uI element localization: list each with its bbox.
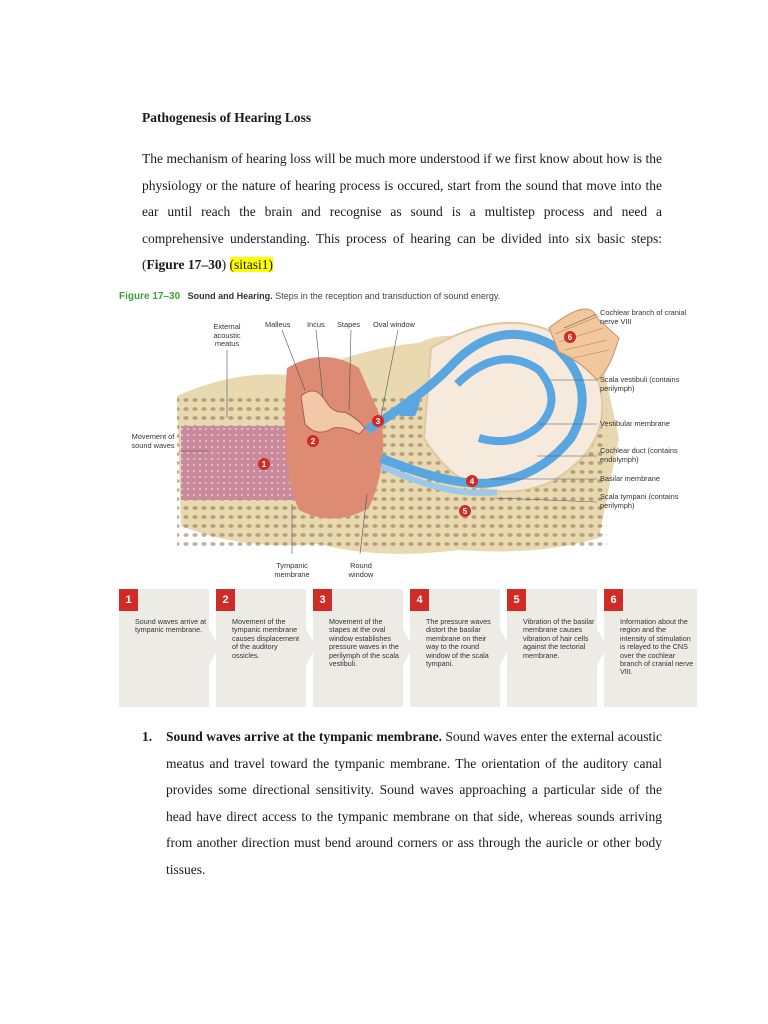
list-lead: Sound waves arrive at the tympanic membr… bbox=[166, 729, 442, 744]
step-text: Movement of the tympanic membrane causes… bbox=[232, 617, 300, 660]
step-number: 4 bbox=[410, 589, 429, 611]
step-arrow bbox=[306, 629, 316, 665]
label-scala-vestibuli: Scala vestibuli (contains perilymph) bbox=[600, 375, 680, 393]
step-number: 5 bbox=[507, 589, 526, 611]
label-round-window: Round window bbox=[348, 561, 374, 579]
step-box-5: 5 Vibration of the basilar membrane caus… bbox=[507, 589, 607, 707]
figure-number: Figure 17–30 bbox=[119, 291, 181, 302]
figure-17-30: Figure 17–30 Sound and Hearing. Steps in… bbox=[119, 288, 697, 708]
marker-2: 2 bbox=[307, 435, 319, 447]
marker-5: 5 bbox=[459, 505, 471, 517]
step-number: 6 bbox=[604, 589, 623, 611]
step-arrow bbox=[209, 629, 219, 665]
step-boxes: 1 Sound waves arrive at tympanic membran… bbox=[119, 589, 697, 707]
label-external-meatus: External acoustic meatus bbox=[213, 322, 241, 349]
step-arrow bbox=[403, 629, 413, 665]
intro-close: ) bbox=[221, 257, 227, 273]
label-malleus: Malleus bbox=[265, 320, 291, 329]
svg-text:4: 4 bbox=[470, 477, 475, 486]
label-cochlear-branch: Cochlear branch of cranial nerve VIII bbox=[600, 308, 687, 326]
marker-3: 3 bbox=[372, 415, 384, 427]
ear-canal bbox=[181, 426, 296, 500]
basilar-region bbox=[379, 463, 498, 496]
step-text: Vibration of the basilar membrane causes… bbox=[523, 617, 595, 660]
svg-text:2: 2 bbox=[311, 437, 316, 446]
section-heading: Pathogenesis of Hearing Loss bbox=[142, 110, 312, 125]
vestibule bbox=[399, 392, 421, 416]
svg-text:3: 3 bbox=[376, 417, 381, 426]
marker-6: 6 bbox=[564, 331, 576, 343]
ossicles bbox=[300, 390, 366, 435]
label-scala-tympani: Scala tympani (contains perilymph) bbox=[600, 492, 679, 510]
step-number: 2 bbox=[216, 589, 235, 611]
list-text: Sound waves enter the external acoustic … bbox=[166, 729, 662, 877]
label-cochlear-duct: Cochlear duct (contains endolymph) bbox=[600, 446, 678, 464]
ear-anatomy-illustration: 1 2 3 4 5 6 bbox=[177, 308, 620, 555]
intro-text: The mechanism of hearing loss will be mu… bbox=[142, 151, 662, 273]
figure-reference: Figure 17–30 bbox=[146, 257, 222, 273]
marker-1: 1 bbox=[258, 458, 270, 470]
step-number: 3 bbox=[313, 589, 332, 611]
svg-text:1: 1 bbox=[262, 460, 267, 469]
step-box-1: 1 Sound waves arrive at tympanic membran… bbox=[119, 589, 219, 707]
step-box-3: 3 Movement of the stapes at the oval win… bbox=[313, 589, 413, 707]
step-box-6: 6 Information about the region and the i… bbox=[604, 589, 697, 707]
step-text: Information about the region and the int… bbox=[620, 617, 694, 677]
intro-paragraph: The mechanism of hearing loss will be mu… bbox=[142, 146, 662, 279]
list-body: Sound waves arrive at the tympanic membr… bbox=[166, 724, 662, 884]
label-incus: Incus bbox=[307, 320, 325, 329]
step-number: 1 bbox=[119, 589, 138, 611]
label-oval-window: Oval window bbox=[373, 320, 415, 329]
svg-text:5: 5 bbox=[463, 507, 468, 516]
label-movement: Movement of sound waves bbox=[131, 432, 175, 450]
label-stapes: Stapes bbox=[337, 320, 361, 329]
label-tympanic-membrane: Tympanic membrane bbox=[274, 561, 310, 579]
marker-4: 4 bbox=[466, 475, 478, 487]
step-text: Sound waves arrive at tympanic membrane. bbox=[135, 617, 207, 635]
step-text: The pressure waves distort the basilar m… bbox=[426, 617, 491, 669]
step-box-2: 2 Movement of the tympanic membrane caus… bbox=[216, 589, 316, 707]
label-basilar-membrane: Basilar membrane bbox=[600, 474, 660, 483]
figure-caption: Figure 17–30 Sound and Hearing. Steps in… bbox=[119, 291, 500, 302]
step-arrow bbox=[597, 629, 607, 665]
label-vestibular-membrane: Vestibular membrane bbox=[600, 419, 670, 428]
list-number: 1. bbox=[142, 729, 153, 744]
step-arrow bbox=[500, 629, 510, 665]
svg-text:6: 6 bbox=[568, 333, 573, 342]
step-box-4: 4 The pressure waves distort the basilar… bbox=[410, 589, 510, 707]
citation-highlight: (sitasi1) bbox=[229, 257, 273, 273]
step-text: Movement of the stapes at the oval windo… bbox=[329, 617, 399, 669]
numbered-list-item-1: 1. Sound waves arrive at the tympanic me… bbox=[142, 724, 662, 884]
scala-vestibuli bbox=[364, 329, 587, 488]
figure-title: Sound and Hearing. bbox=[187, 291, 273, 301]
figure-subtitle: Steps in the reception and transduction … bbox=[275, 291, 501, 301]
